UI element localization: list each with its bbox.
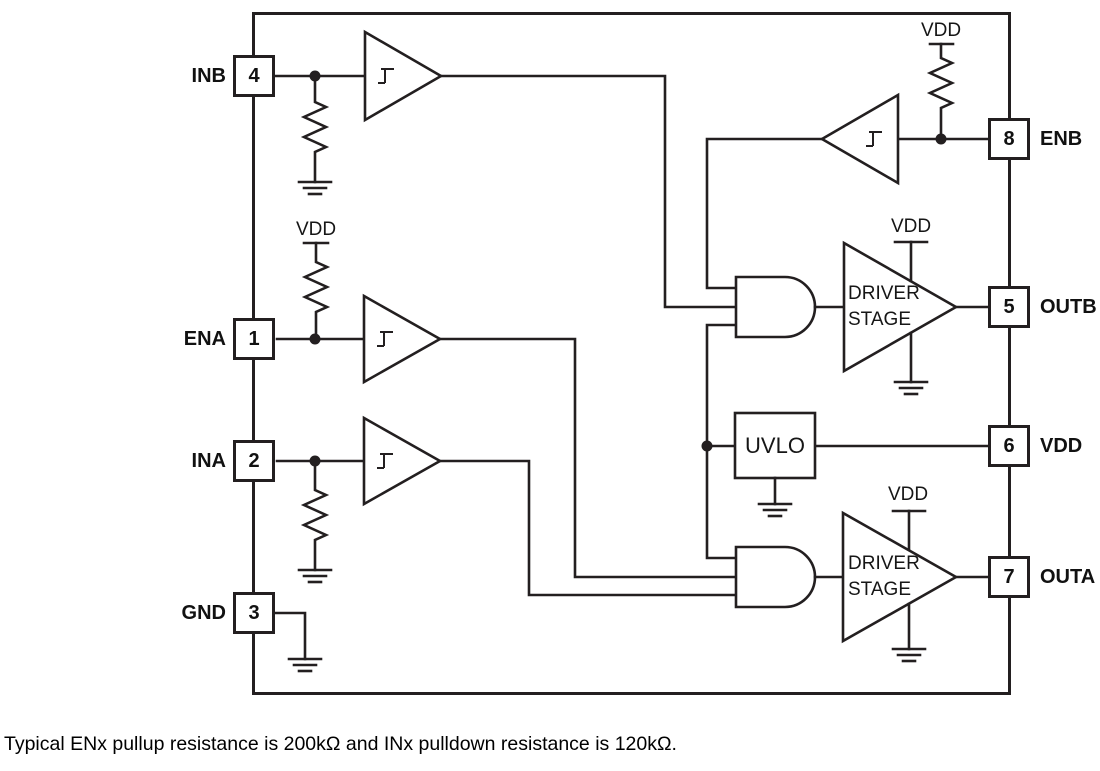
pin-box-gnd: 3 xyxy=(233,592,275,634)
uvlo-to-anda-wire xyxy=(705,444,738,560)
driverb-ground-symbol xyxy=(893,380,929,396)
pin-label-ina: INA xyxy=(191,450,226,472)
driver-stage-a-triangle xyxy=(841,510,959,644)
pin-label-enb: ENB xyxy=(1040,128,1083,150)
vdd-supply-label-enb: VDD xyxy=(920,20,962,41)
ena-net xyxy=(275,241,738,579)
pin-label-outa: OUTA xyxy=(1040,566,1096,588)
enb-schmitt-buffer xyxy=(819,92,900,186)
pin-box-ena: 1 xyxy=(233,318,275,360)
uvlo-label: UVLO xyxy=(745,432,805,458)
ina-net xyxy=(275,415,738,597)
inb-schmitt-buffer xyxy=(363,29,444,123)
and-gate-b xyxy=(734,275,817,339)
footnote: Typical ENx pullup resistance is 200kΩ a… xyxy=(4,733,677,755)
ina-node-dot xyxy=(309,455,321,467)
vdd-supply-label-driverb: VDD xyxy=(890,216,932,237)
drivera-ground-symbol xyxy=(891,647,927,663)
driver-stage-a-line2: STAGE xyxy=(848,579,911,600)
gnd-wire xyxy=(273,611,307,661)
driver-stage-b-line2: STAGE xyxy=(848,309,911,330)
schematic-linework xyxy=(252,12,1011,695)
uvlo-net xyxy=(701,323,991,560)
driver-stage-b-text: DRIVER STAGE xyxy=(848,281,928,333)
enb-output-wire xyxy=(705,137,824,290)
ina-output-wire xyxy=(438,459,738,597)
pin-label-ena: ENA xyxy=(183,328,226,350)
pin-box-outa: 7 xyxy=(988,556,1030,598)
ena-node-dot xyxy=(309,333,321,345)
ena-pullup-resistor xyxy=(301,241,331,341)
and-gate-a xyxy=(734,545,817,609)
gnd-net xyxy=(273,611,323,673)
vdd-supply-label-drivera: VDD xyxy=(887,484,929,505)
hysteresis-icon xyxy=(866,131,882,147)
uvlo-node-dot xyxy=(701,440,713,452)
ina-pulldown-resistor xyxy=(300,459,330,572)
channel-b-output-stage xyxy=(734,240,990,396)
uvlo-to-andb-wire xyxy=(705,323,738,448)
ena-schmitt-buffer xyxy=(362,293,443,385)
inb-node-dot xyxy=(309,70,321,82)
pin-box-inb: 4 xyxy=(233,55,275,97)
inb-output-wire xyxy=(439,74,738,309)
ena-output-wire xyxy=(438,337,738,579)
pin-box-vdd: 6 xyxy=(988,425,1030,467)
pin-label-inb: INB xyxy=(191,65,226,87)
enb-net xyxy=(705,42,991,290)
pin-box-ina: 2 xyxy=(233,440,275,482)
driver-stage-b-triangle xyxy=(842,240,959,374)
enb-node-dot xyxy=(935,133,947,145)
vdd-supply-label-ena: VDD xyxy=(295,219,337,240)
pin-label-gnd: GND xyxy=(181,602,226,624)
inb-net xyxy=(273,29,738,309)
ina-schmitt-buffer xyxy=(362,415,443,507)
inb-pulldown-resistor xyxy=(300,74,330,184)
driver-stage-b-line1: DRIVER xyxy=(848,283,920,304)
hysteresis-icon xyxy=(377,331,393,347)
hysteresis-icon xyxy=(377,453,393,469)
pin-box-outb: 5 xyxy=(988,286,1030,328)
channel-a-output-stage xyxy=(734,509,990,663)
enb-pullup-resistor xyxy=(926,42,956,141)
pin-box-enb: 8 xyxy=(988,118,1030,160)
driver-stage-a-line1: DRIVER xyxy=(848,553,920,574)
gnd-ground-symbol xyxy=(287,657,323,673)
uvlo-ground-symbol xyxy=(757,502,793,518)
hysteresis-icon xyxy=(378,68,394,84)
inb-ground-symbol xyxy=(297,180,333,196)
ina-ground-symbol xyxy=(297,568,333,584)
pin-label-outb: OUTB xyxy=(1040,296,1097,318)
driver-stage-a-text: DRIVER STAGE xyxy=(848,551,928,603)
pin-label-vdd: VDD xyxy=(1040,435,1083,457)
